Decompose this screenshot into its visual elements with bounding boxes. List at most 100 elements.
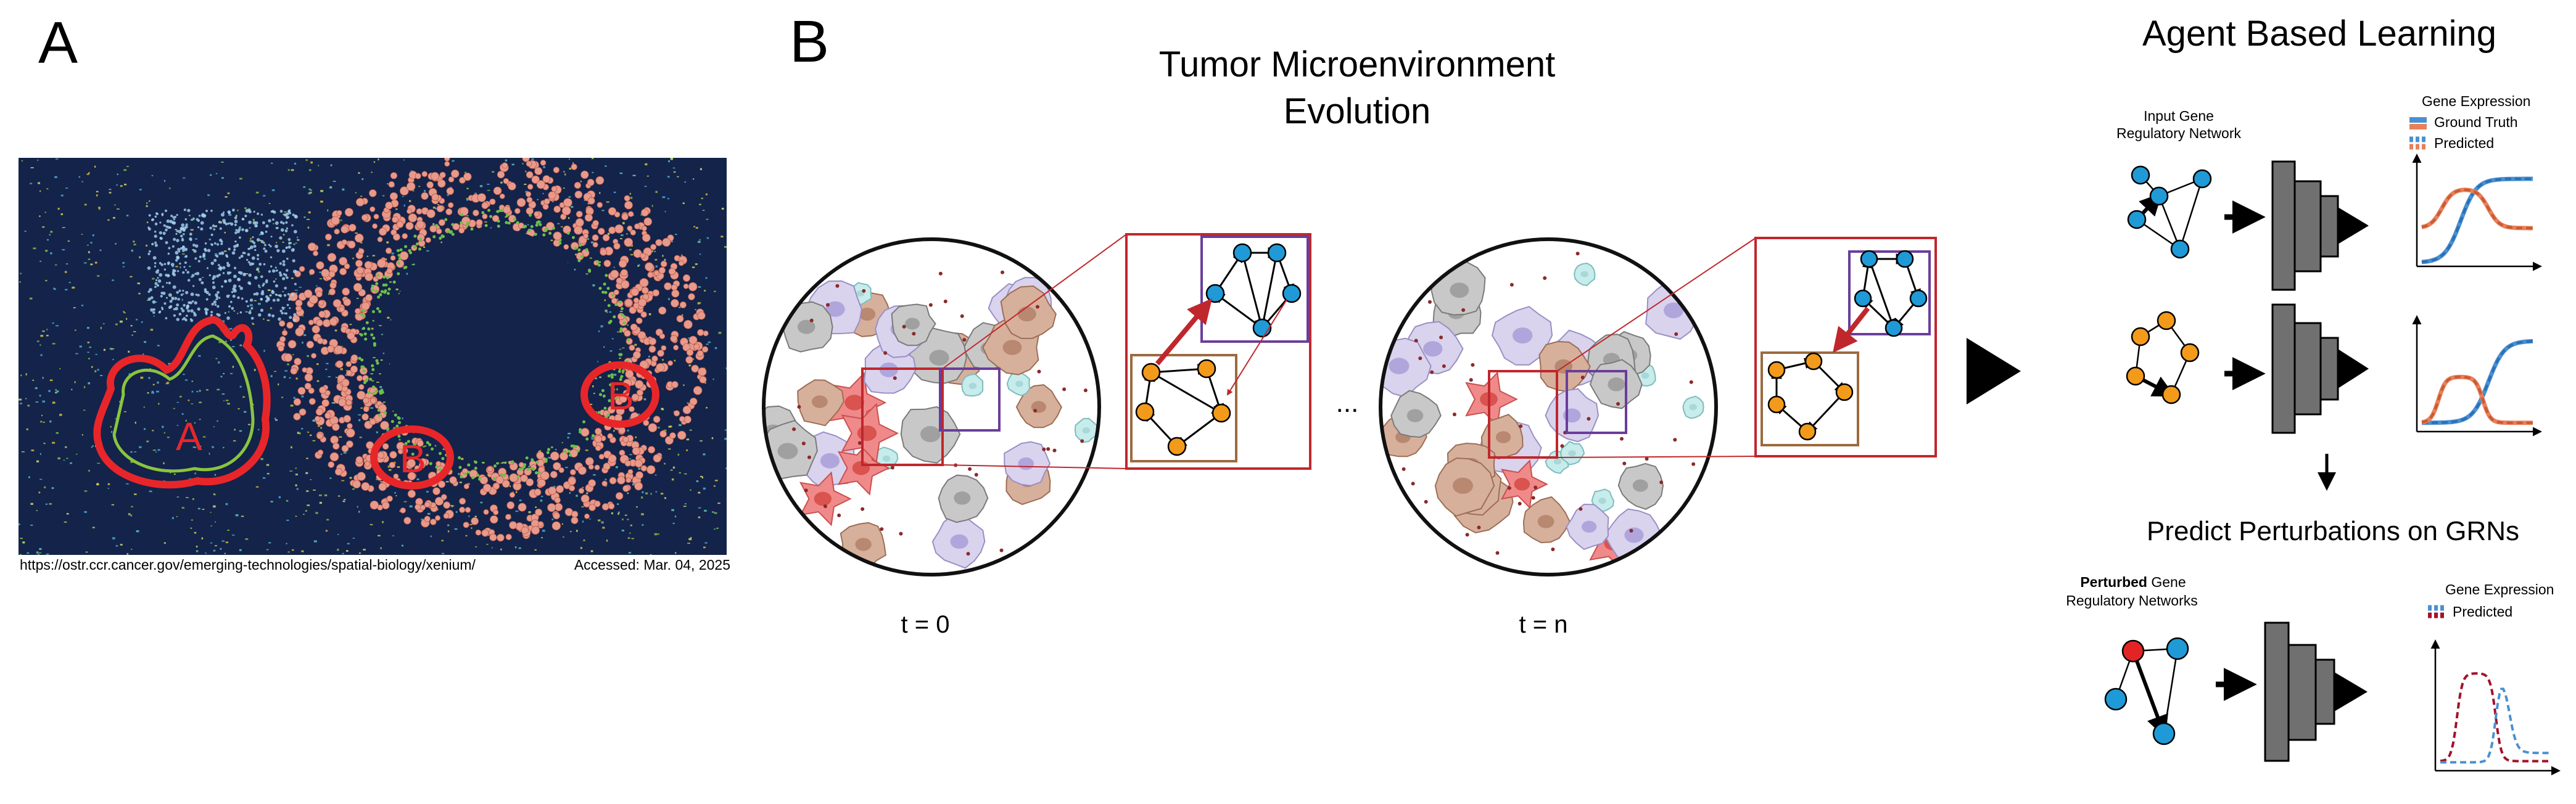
tissue-dot: [79, 345, 82, 348]
tissue-dot-blue: [160, 295, 163, 298]
tissue-dot: [487, 183, 490, 185]
tissue-dot-blue: [268, 313, 271, 317]
tissue-dot: [619, 357, 621, 359]
tissue-dot: [88, 358, 90, 359]
tumor-cell-dot: [630, 288, 639, 297]
signal-dot: [809, 318, 814, 322]
tissue-dot: [561, 226, 563, 228]
signal-dot: [1560, 444, 1564, 448]
tissue-dot: [555, 449, 557, 451]
tissue-dot: [592, 171, 594, 173]
tissue-dot: [591, 438, 594, 440]
tissue-dot-green: [597, 411, 601, 414]
tissue-dot: [186, 497, 189, 498]
tumor-cell-dot: [416, 208, 423, 215]
tissue-dot: [699, 253, 701, 255]
tissue-dot-green: [532, 467, 535, 471]
tumor-cell-dot: [302, 367, 308, 373]
tissue-dot-green: [466, 221, 469, 224]
tissue-dot-green: [376, 361, 379, 365]
tumor-cell-dot: [444, 158, 450, 162]
tissue-dot: [441, 539, 444, 542]
tissue-dot-blue: [265, 299, 268, 303]
tissue-dot: [611, 338, 614, 340]
tissue-dot-blue: [258, 284, 260, 287]
tissue-dot-blue: [247, 261, 250, 263]
tissue-dot-blue: [192, 244, 196, 247]
tumor-cell-dot: [618, 427, 626, 434]
tissue-dot-blue: [184, 225, 188, 229]
tissue-dot-blue: [175, 306, 178, 311]
tissue-dot-blue: [172, 221, 176, 225]
tissue-dot: [557, 223, 560, 224]
tissue-dot-green: [539, 223, 542, 226]
tumor-cell-dot: [629, 406, 635, 412]
tissue-dot: [143, 406, 146, 408]
tumor-cell-dot: [534, 211, 540, 217]
tissue-dot: [664, 258, 666, 261]
tissue-dot: [227, 403, 230, 405]
tissue-dot: [395, 289, 398, 290]
tissue-dot: [427, 512, 431, 515]
tissue-dot-blue: [170, 215, 173, 218]
tissue-dot-blue: [234, 231, 237, 234]
tumor-cell-dot: [617, 476, 625, 485]
tissue-dot: [687, 402, 689, 404]
ellipsis: ...: [1336, 388, 1359, 418]
tissue-dot-blue: [285, 312, 288, 315]
tissue-dot: [677, 453, 680, 456]
tumor-cell-dot: [634, 482, 643, 491]
tumor-cell-dot: [571, 511, 579, 518]
tissue-dot-blue: [152, 256, 157, 260]
tumor-cell-dot: [309, 295, 318, 304]
tumor-cell-dot: [369, 500, 379, 510]
tumor-cell-dot: [321, 399, 329, 407]
tumor-cell-dot: [369, 397, 377, 404]
tissue-dot-blue: [292, 318, 296, 322]
tissue-dot-blue: [273, 280, 276, 283]
tissue-dot: [232, 366, 234, 368]
tissue-dot: [329, 186, 332, 189]
tissue-dot: [580, 547, 582, 549]
tumor-cell-dot: [316, 432, 323, 440]
tissue-dot: [667, 448, 671, 450]
tumor-cell-dot: [698, 367, 707, 377]
tumor-cell-dot: [377, 236, 383, 242]
tissue-dot: [109, 192, 112, 194]
tissue-dot-green: [451, 223, 455, 226]
tissue-dot-green: [566, 231, 570, 235]
tumor-cell-dot: [648, 337, 657, 345]
tissue-dot-green: [489, 215, 493, 218]
tissue-dot: [575, 253, 577, 256]
tissue-dot-blue: [184, 247, 188, 252]
tumor-cell-dot: [685, 356, 693, 364]
tissue-dot: [49, 502, 52, 505]
tissue-dot-green: [407, 440, 410, 443]
tissue-dot: [371, 380, 374, 382]
tissue-dot-blue: [241, 228, 244, 231]
tissue-dot-blue: [282, 263, 286, 266]
tissue-dot-blue: [286, 257, 289, 260]
tumor-cell-dot: [536, 451, 545, 460]
immune-cell-nucleus: [1664, 302, 1683, 319]
tumor-cell-dot: [405, 221, 414, 231]
tissue-dot: [475, 546, 477, 548]
tumor-cell-dot: [634, 459, 643, 468]
tumor-cell-dot: [435, 515, 441, 521]
tissue-dot: [196, 550, 199, 552]
tumor-cell-dot: [668, 268, 676, 276]
tissue-dot: [258, 271, 260, 273]
tissue-dot-blue: [151, 242, 154, 246]
tumor-cell-nucleus: [1514, 478, 1530, 491]
tissue-dot: [163, 462, 165, 465]
tissue-dot: [198, 355, 201, 357]
tissue-dot-blue: [242, 218, 245, 221]
tissue-dot: [103, 348, 105, 351]
tissue-dot: [239, 344, 242, 347]
tissue-dot: [257, 267, 260, 269]
tissue-dot: [213, 505, 216, 508]
tissue-dot-green: [371, 310, 375, 313]
tissue-dot: [138, 292, 141, 295]
tissue-dot: [21, 160, 23, 162]
tissue-dot: [700, 475, 703, 478]
